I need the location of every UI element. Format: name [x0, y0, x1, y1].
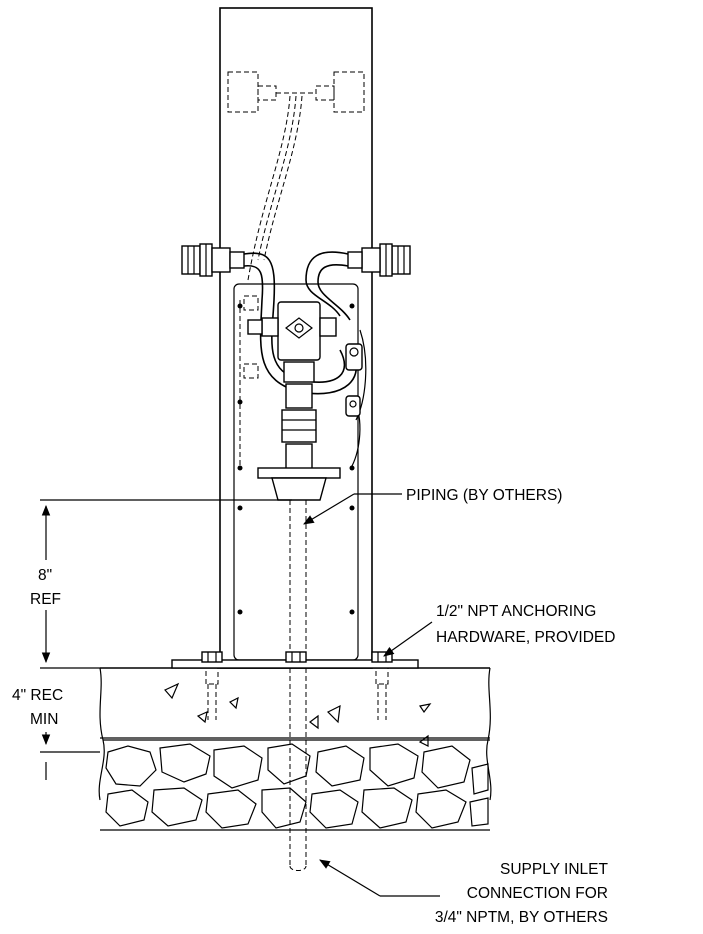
supply-label-line2: CONNECTION FOR	[467, 885, 608, 902]
leader-piping	[303, 493, 402, 525]
dim-8-value: 8"	[38, 567, 52, 584]
dim-4-value: 4" REC	[12, 687, 63, 704]
anchoring-label-line1: 1/2" NPT ANCHORING	[436, 603, 596, 620]
left-outlet-connector	[181, 243, 245, 277]
gravel-base	[100, 739, 490, 831]
dim-4-min: MIN	[30, 711, 58, 728]
piping-label: PIPING (BY OTHERS)	[406, 487, 562, 504]
right-outlet-connector	[347, 243, 411, 277]
hoses	[243, 251, 367, 467]
leader-supply	[319, 859, 440, 897]
upper-hidden-fittings	[227, 71, 365, 281]
dimension-8-ref	[40, 499, 292, 669]
panel-screws	[237, 303, 355, 615]
leader-anchoring	[383, 621, 433, 657]
anchoring-label-line2: HARDWARE, PROVIDED	[436, 629, 615, 646]
supply-label-line3: 3/4" NPTM, BY OTHERS	[435, 909, 608, 926]
dim-8-ref: REF	[30, 591, 61, 608]
manifold-assembly	[239, 295, 363, 501]
anchor-bolts	[201, 651, 393, 720]
supply-pipe	[289, 500, 307, 871]
supply-label-line1: SUPPLY INLET	[500, 861, 609, 878]
dimension-4-rec	[40, 732, 100, 780]
